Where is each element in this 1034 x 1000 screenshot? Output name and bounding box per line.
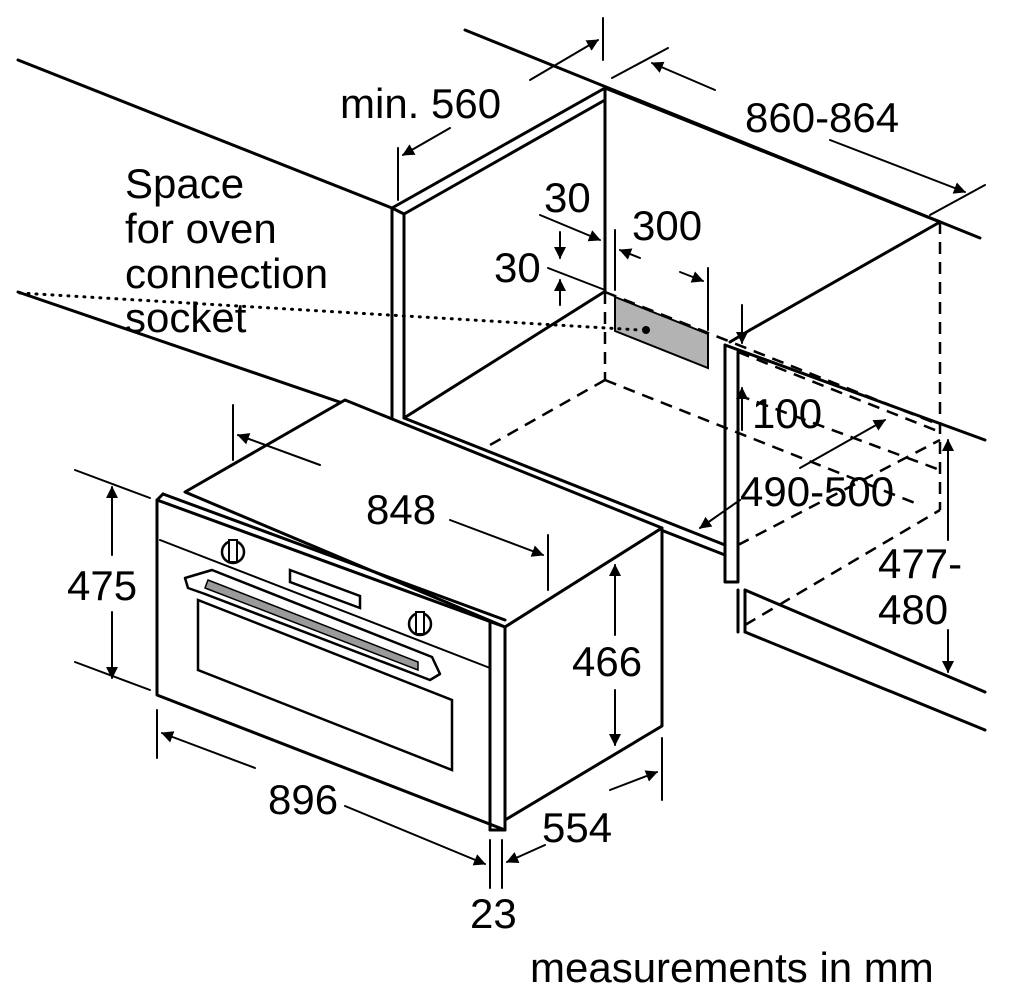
right-knob-icon — [407, 611, 433, 637]
left-knob-icon — [220, 539, 246, 565]
units-note: measurements in mm — [530, 944, 934, 991]
label-niche-depth: 490-500 — [740, 468, 894, 515]
label-socket-offset-top: 30 — [544, 174, 591, 221]
label-niche-width: 860-864 — [745, 94, 899, 141]
dimensions — [74, 17, 986, 889]
labels: min. 560 860-864 Space for oven connecti… — [67, 80, 962, 991]
label-front-panel: 23 — [470, 890, 517, 937]
label-socket-offset-side: 30 — [494, 244, 541, 291]
label-oven-height-body: 466 — [572, 638, 642, 685]
label-socket-line2: for oven — [125, 205, 277, 252]
display-panel — [288, 568, 362, 610]
label-socket-line3: connection — [125, 250, 328, 297]
label-niche-height-1: 477- — [878, 540, 962, 587]
door-window — [196, 598, 454, 772]
label-vent-height: 100 — [752, 390, 822, 437]
door-handle — [183, 568, 442, 682]
socket-point — [642, 326, 650, 334]
label-oven-depth: 554 — [542, 804, 612, 851]
label-oven-height-front: 475 — [67, 562, 137, 609]
label-socket-width: 300 — [632, 202, 702, 249]
oven — [155, 398, 664, 832]
label-niche-height-2: 480 — [878, 586, 948, 633]
label-oven-width-front: 896 — [268, 776, 338, 823]
label-min-depth: min. 560 — [340, 80, 501, 127]
socket-area — [614, 295, 709, 370]
label-socket-line1: Space — [125, 160, 244, 207]
label-socket-line4: socket — [125, 294, 247, 341]
label-oven-width-body: 848 — [366, 486, 436, 533]
